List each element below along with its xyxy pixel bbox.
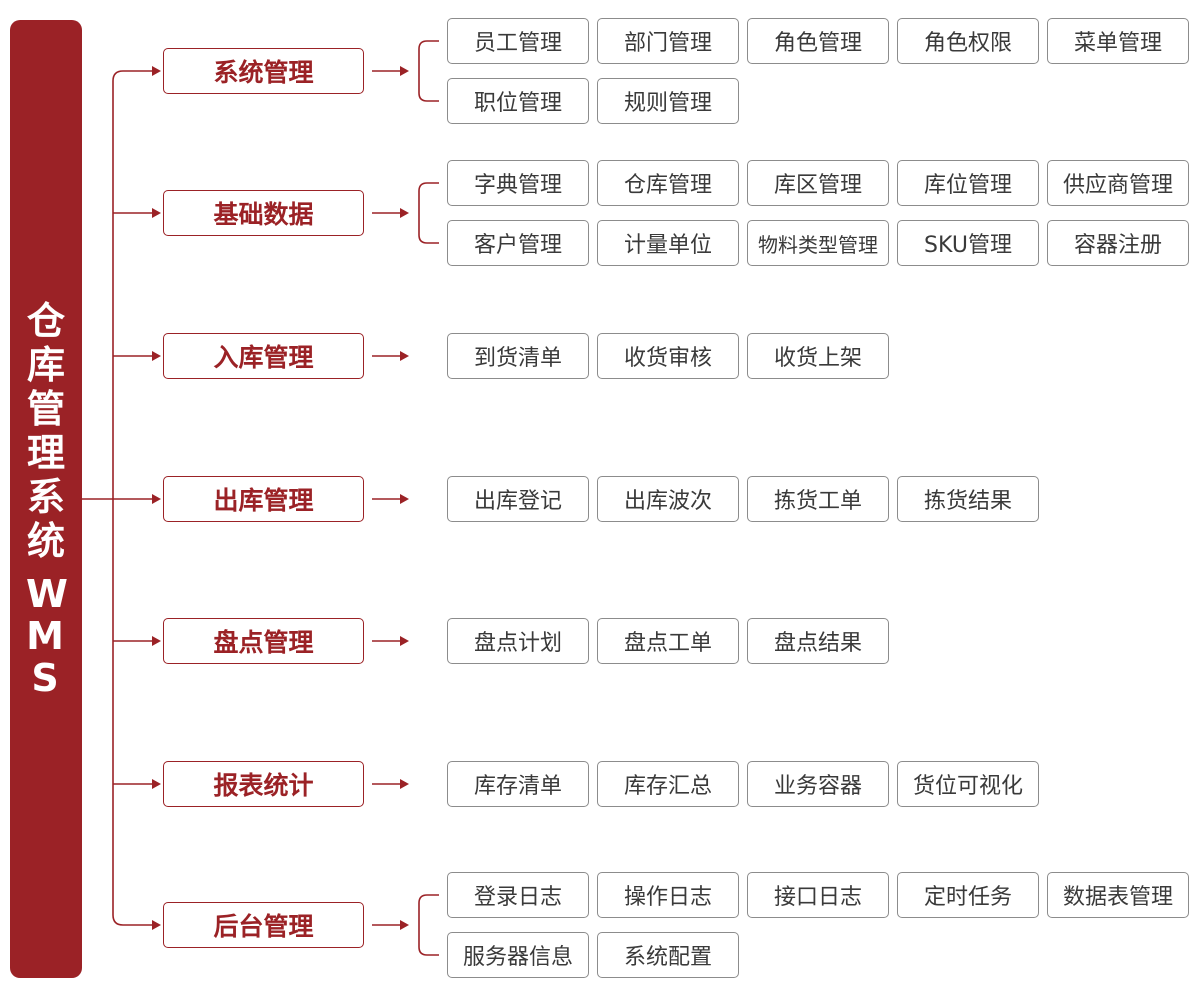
branch-arrow bbox=[152, 920, 161, 930]
category-node: 报表统计 bbox=[163, 761, 364, 807]
leaf-item: 职位管理 bbox=[447, 78, 589, 124]
item-bracket bbox=[418, 40, 439, 102]
branch-arrow bbox=[152, 351, 161, 361]
trunk-line bbox=[112, 70, 124, 926]
leaf-item: 计量单位 bbox=[597, 220, 739, 266]
item-arrow bbox=[400, 779, 409, 789]
leaf-item: 库区管理 bbox=[747, 160, 889, 206]
leaf-item: 库存汇总 bbox=[597, 761, 739, 807]
leaf-item: 角色权限 bbox=[897, 18, 1039, 64]
leaf-item: 拣货工单 bbox=[747, 476, 889, 522]
leaf-item: 库存清单 bbox=[447, 761, 589, 807]
leaf-item: 业务容器 bbox=[747, 761, 889, 807]
leaf-item: 收货上架 bbox=[747, 333, 889, 379]
branch-arrow bbox=[152, 208, 161, 218]
item-arrow bbox=[400, 636, 409, 646]
leaf-item: 盘点计划 bbox=[447, 618, 589, 664]
item-arrow bbox=[400, 351, 409, 361]
leaf-item: 菜单管理 bbox=[1047, 18, 1189, 64]
category-node: 入库管理 bbox=[163, 333, 364, 379]
leaf-item: 收货审核 bbox=[597, 333, 739, 379]
leaf-item: 登录日志 bbox=[447, 872, 589, 918]
leaf-item: 容器注册 bbox=[1047, 220, 1189, 266]
leaf-item: 字典管理 bbox=[447, 160, 589, 206]
branch-arrow bbox=[152, 636, 161, 646]
leaf-item: 接口日志 bbox=[747, 872, 889, 918]
root-subtitle: WMS bbox=[26, 572, 70, 700]
branch-arrow bbox=[152, 66, 161, 76]
category-node: 出库管理 bbox=[163, 476, 364, 522]
leaf-item: 出库登记 bbox=[447, 476, 589, 522]
leaf-item: 供应商管理 bbox=[1047, 160, 1189, 206]
leaf-item: 规则管理 bbox=[597, 78, 739, 124]
category-node: 基础数据 bbox=[163, 190, 364, 236]
root-title: 仓库管理系统 bbox=[26, 299, 65, 563]
leaf-item: 操作日志 bbox=[597, 872, 739, 918]
leaf-item: 到货清单 bbox=[447, 333, 589, 379]
root-node: 仓库管理系统 WMS bbox=[10, 20, 82, 978]
leaf-item: 盘点结果 bbox=[747, 618, 889, 664]
item-bracket bbox=[418, 894, 439, 956]
leaf-item: 拣货结果 bbox=[897, 476, 1039, 522]
branch-arrow bbox=[152, 494, 161, 504]
leaf-item: 员工管理 bbox=[447, 18, 589, 64]
category-node: 系统管理 bbox=[163, 48, 364, 94]
item-arrow bbox=[400, 920, 409, 930]
leaf-item: 角色管理 bbox=[747, 18, 889, 64]
leaf-item: 出库波次 bbox=[597, 476, 739, 522]
leaf-item: SKU管理 bbox=[897, 220, 1039, 266]
leaf-item: 物料类型管理 bbox=[747, 220, 889, 266]
category-node: 盘点管理 bbox=[163, 618, 364, 664]
branch-arrow bbox=[152, 779, 161, 789]
item-arrow bbox=[400, 66, 409, 76]
leaf-item: 系统配置 bbox=[597, 932, 739, 978]
leaf-item: 仓库管理 bbox=[597, 160, 739, 206]
leaf-item: 定时任务 bbox=[897, 872, 1039, 918]
leaf-item: 数据表管理 bbox=[1047, 872, 1189, 918]
leaf-item: 客户管理 bbox=[447, 220, 589, 266]
item-arrow bbox=[400, 208, 409, 218]
leaf-item: 货位可视化 bbox=[897, 761, 1039, 807]
leaf-item: 盘点工单 bbox=[597, 618, 739, 664]
leaf-item: 库位管理 bbox=[897, 160, 1039, 206]
item-bracket bbox=[418, 182, 439, 244]
leaf-item: 服务器信息 bbox=[447, 932, 589, 978]
item-arrow bbox=[400, 494, 409, 504]
leaf-item: 部门管理 bbox=[597, 18, 739, 64]
category-node: 后台管理 bbox=[163, 902, 364, 948]
